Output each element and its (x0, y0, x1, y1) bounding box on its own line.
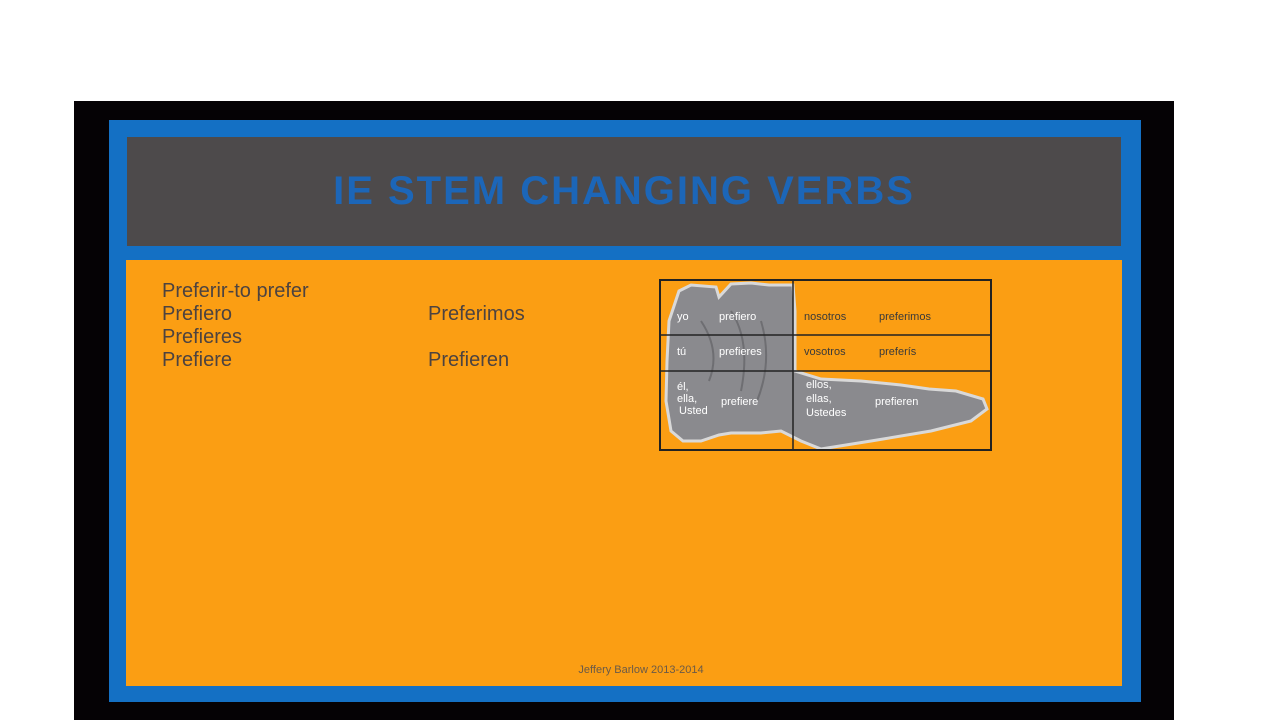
footer-credit: Jeffery Barlow 2013-2014 (578, 664, 704, 676)
cell-prefieren: prefieren (875, 396, 919, 408)
cell-ella: ella, (677, 393, 698, 405)
cell-ellas: ellas, (806, 393, 832, 405)
cell-yo: yo (677, 311, 689, 323)
verb-plural-1: Preferimos (428, 303, 525, 325)
boot-chart: yo prefiero nosotros preferimos tú prefi… (659, 279, 992, 451)
cell-preferimos: preferimos (879, 311, 931, 323)
cell-prefieres: prefieres (719, 346, 762, 358)
verb-header: Preferir-to prefer (162, 280, 309, 302)
cell-usted: Usted (679, 405, 708, 417)
title-bar: IE STEM CHANGING VERBS (127, 137, 1121, 246)
boot-stitching (700, 310, 768, 402)
cell-prefiere: prefiere (721, 396, 759, 408)
boot-shape (664, 281, 989, 449)
cell-tu: tú (677, 346, 687, 358)
cell-prefiero: prefiero (719, 311, 757, 323)
verb-plural-2: Prefieren (428, 349, 510, 371)
boot-icon (661, 281, 990, 449)
verb-singular-1: Prefiero (162, 303, 233, 325)
cell-preferis: preferís (879, 346, 917, 358)
cell-vosotros: vosotros (804, 346, 846, 358)
cell-ustedes: Ustedes (806, 407, 847, 419)
cell-ellos: ellos, (806, 379, 832, 391)
slide-title: IE STEM CHANGING VERBS (333, 169, 915, 213)
cell-el: él, (677, 381, 689, 393)
verb-singular-3: Prefiere (162, 349, 233, 371)
footer: Jeffery Barlow 2013-2014 (0, 664, 1280, 676)
verb-singular-2: Prefieres (162, 326, 243, 348)
cell-nosotros: nosotros (804, 311, 847, 323)
